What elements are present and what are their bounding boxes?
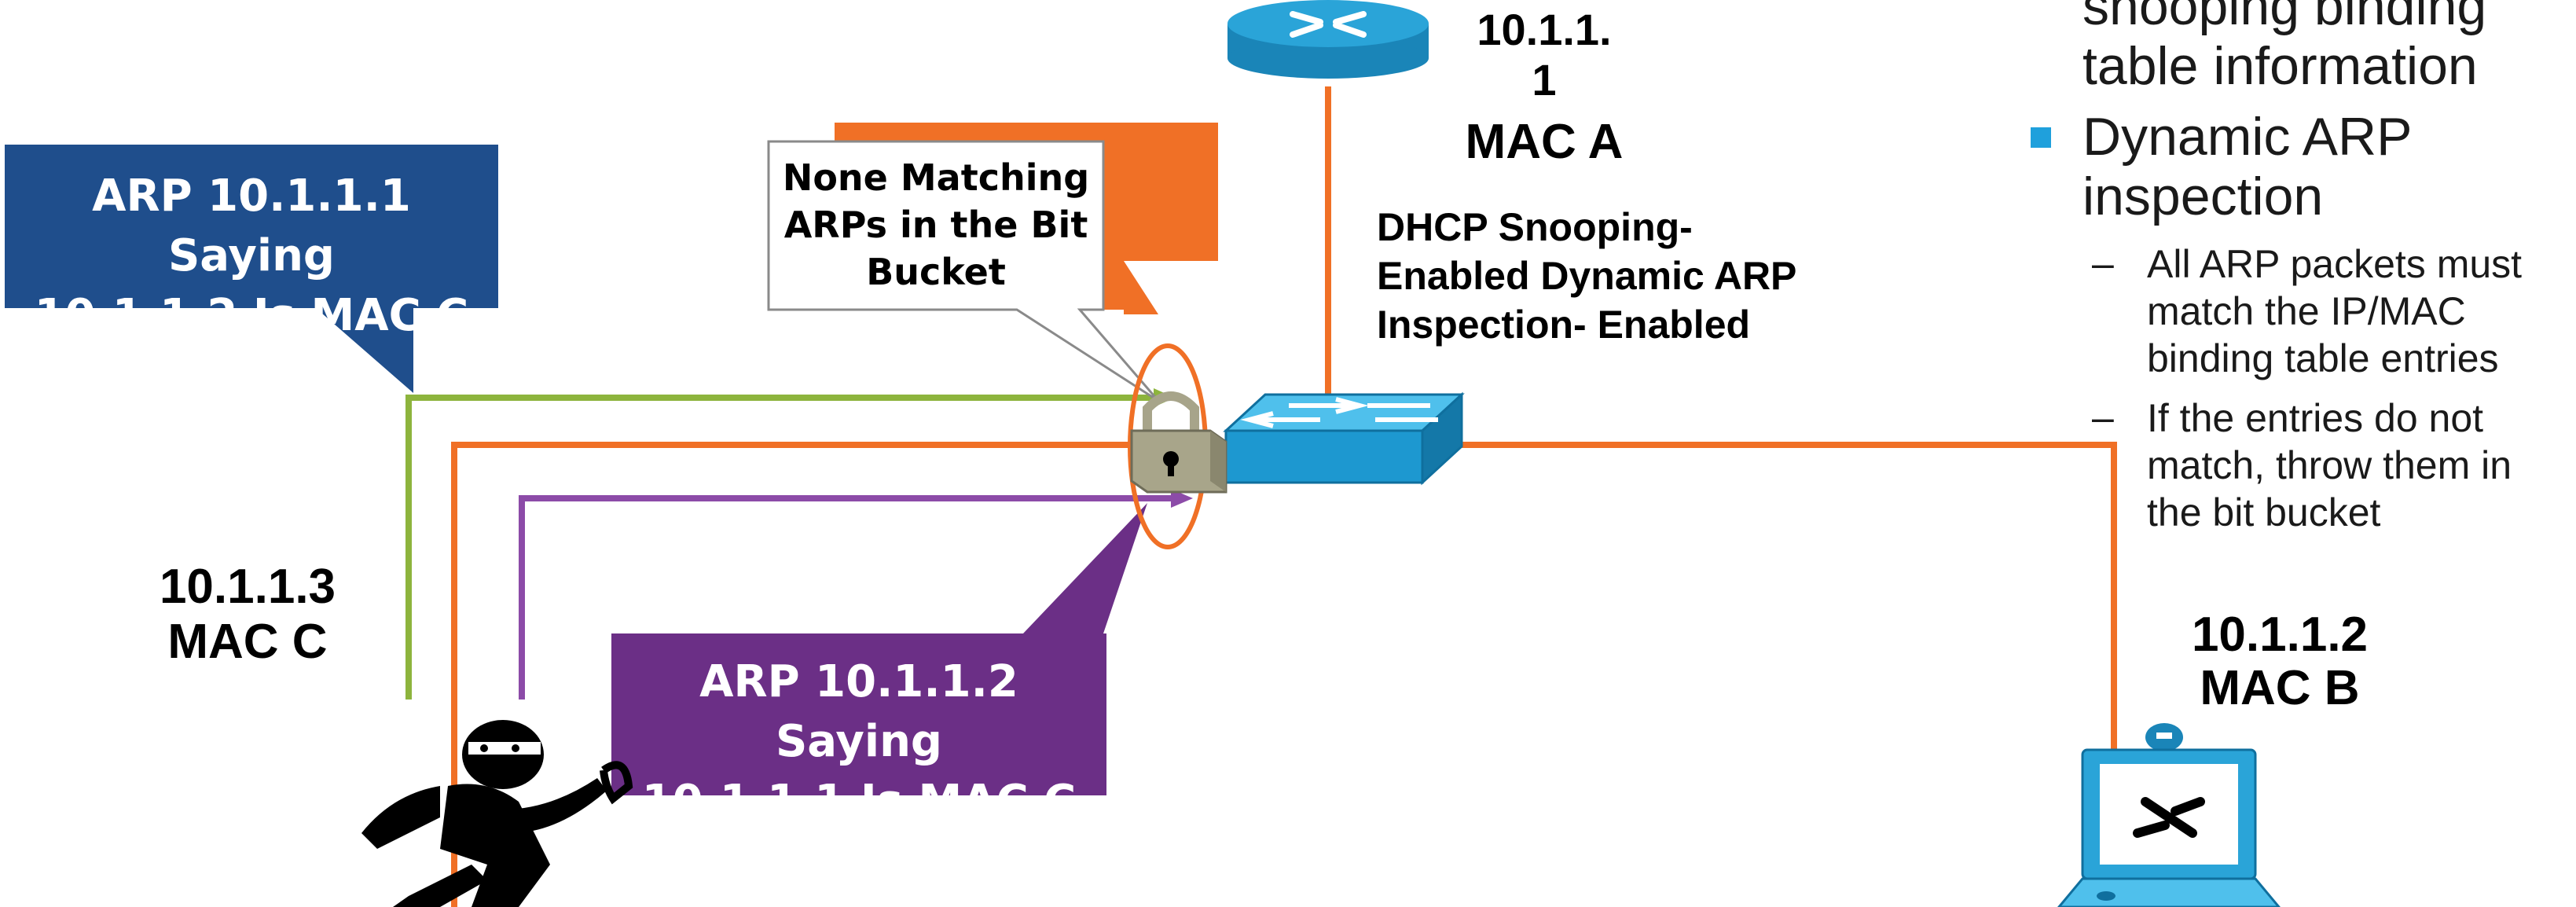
green-arp-path <box>405 395 1155 700</box>
bullet-list: snooping binding table information Dynam… <box>2012 0 2576 536</box>
bullet-partial: snooping binding <box>2082 0 2487 36</box>
switch-icon <box>1223 391 1465 486</box>
purple-callout-text: ARP 10.1.1.2 Saying 10.1.1.1 Is MAC C <box>641 656 1077 827</box>
bitbucket-callout-box <box>767 140 1160 402</box>
blue-callout-text: ARP 10.1.1.1 Saying 10.1.1.2 Is MAC C <box>34 171 469 341</box>
subbullet-bit-bucket: If the entries do not match, throw them … <box>2147 396 2512 534</box>
padlock-icon <box>1130 391 1227 494</box>
purple-callout-box <box>611 503 1147 795</box>
bullet-marker <box>2031 127 2051 148</box>
blue-callout-box <box>5 145 498 393</box>
bullet-partial-tail: table information <box>2082 36 2478 96</box>
bitbucket-callout-text: None Matching ARPs in the Bit Bucket <box>782 156 1090 293</box>
subbullet-arp-match: All ARP packets must match the IP/MAC bi… <box>2147 242 2523 380</box>
bullet-dynamic-arp: Dynamic ARP inspection <box>2082 107 2413 226</box>
victim-label: 10.1.1.2 MAC B <box>2191 608 2369 715</box>
router-icon <box>1227 0 1429 79</box>
attacker-icon <box>361 720 633 907</box>
router-ip-label: 10.1.1. 1 <box>1477 5 1612 105</box>
router-mac-label: MAC A <box>1465 115 1624 169</box>
switch-info-label: DHCP Snooping- Enabled Dynamic ARP Inspe… <box>1377 205 1797 347</box>
attacker-label: 10.1.1.3 MAC C <box>159 560 336 669</box>
laptop-icon <box>2057 723 2281 907</box>
purple-arp-path <box>519 495 1175 700</box>
